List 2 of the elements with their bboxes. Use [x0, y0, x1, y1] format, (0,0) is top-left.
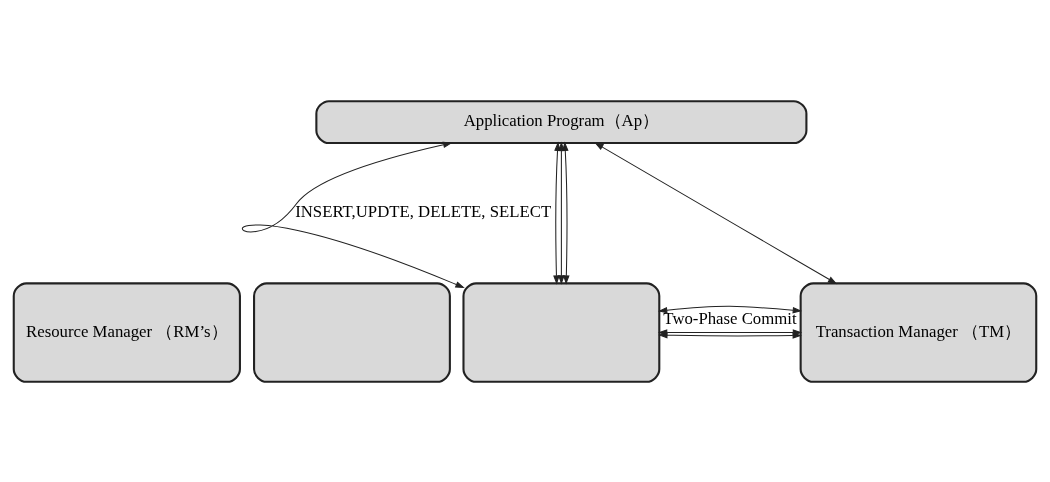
edge-label: INSERT,UPDTE, DELETE, SELECT [295, 201, 552, 221]
edge-label: Two-Phase Commit [663, 308, 797, 328]
